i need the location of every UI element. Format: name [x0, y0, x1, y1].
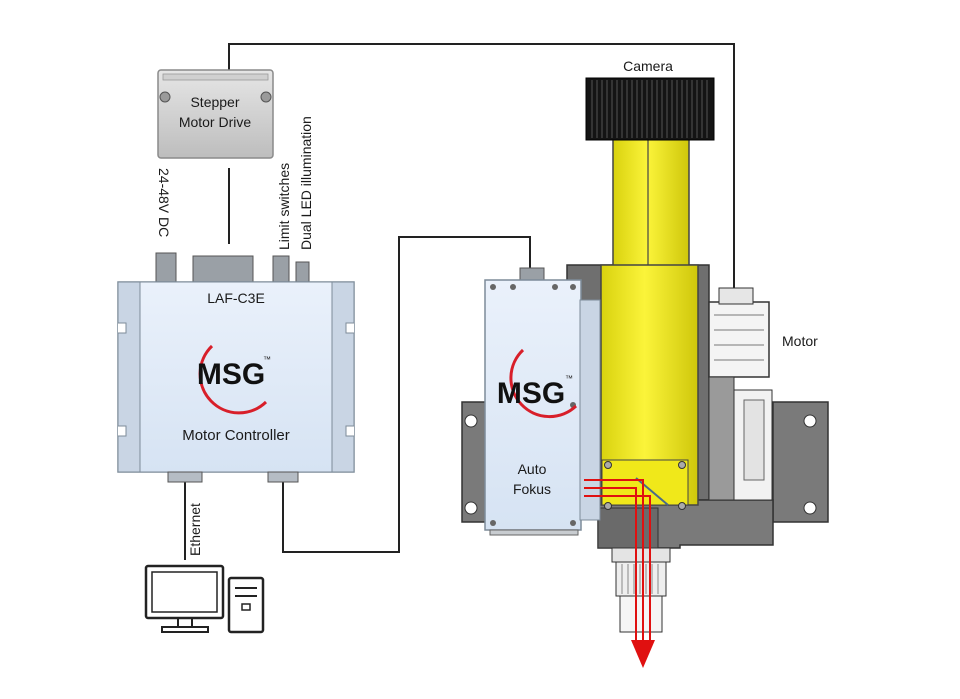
stepper-motor-drive: Stepper Motor Drive [157, 69, 274, 159]
autofocus-label-line2: Fokus [513, 481, 551, 497]
motor-cable [228, 43, 735, 290]
motor-controller: LAF-C3E MSG ™ Motor Controller [117, 281, 355, 473]
controller-bottom-ports [167, 471, 299, 483]
laser-arrow-icon [631, 640, 655, 668]
controller-model: LAF-C3E [207, 290, 265, 306]
computer-tower-icon [227, 576, 265, 634]
camera-label: Camera [623, 58, 673, 74]
stepper-label-line1: Stepper [190, 94, 239, 110]
autofocus-logo-tm: ™ [565, 374, 573, 383]
autofocus-label-line1: Auto [518, 461, 547, 477]
autofocus-logo: MSG [497, 377, 565, 410]
power-cable-label: 24-48V DC [156, 168, 172, 237]
motor-assembly [708, 287, 773, 501]
autofocus-cable [282, 236, 531, 553]
msg-logo-arc [198, 344, 268, 415]
autofocus-logo-arc [509, 348, 578, 419]
stepper-label-line2: Motor Drive [179, 114, 252, 130]
objective-lens [611, 547, 671, 633]
controller-logo-tm: ™ [263, 355, 271, 364]
cable-lines [184, 43, 735, 560]
limit-switch-label: Limit switches [276, 163, 292, 250]
computer-monitor-icon [144, 564, 225, 633]
controller-label: Motor Controller [182, 427, 290, 444]
controller-top-connectors [155, 252, 310, 283]
camera-heatsink [585, 77, 715, 141]
controller-logo: MSG [197, 358, 265, 391]
motor-label: Motor [782, 333, 818, 349]
ethernet-label: Ethernet [187, 503, 203, 556]
mounting-plate [461, 401, 829, 523]
yellow-optical-tube [600, 137, 699, 510]
led-illumination-label: Dual LED illumination [298, 116, 314, 250]
laser-beam-path [584, 479, 651, 640]
autofocus-module: MSG ™ Auto Fokus [484, 267, 601, 536]
